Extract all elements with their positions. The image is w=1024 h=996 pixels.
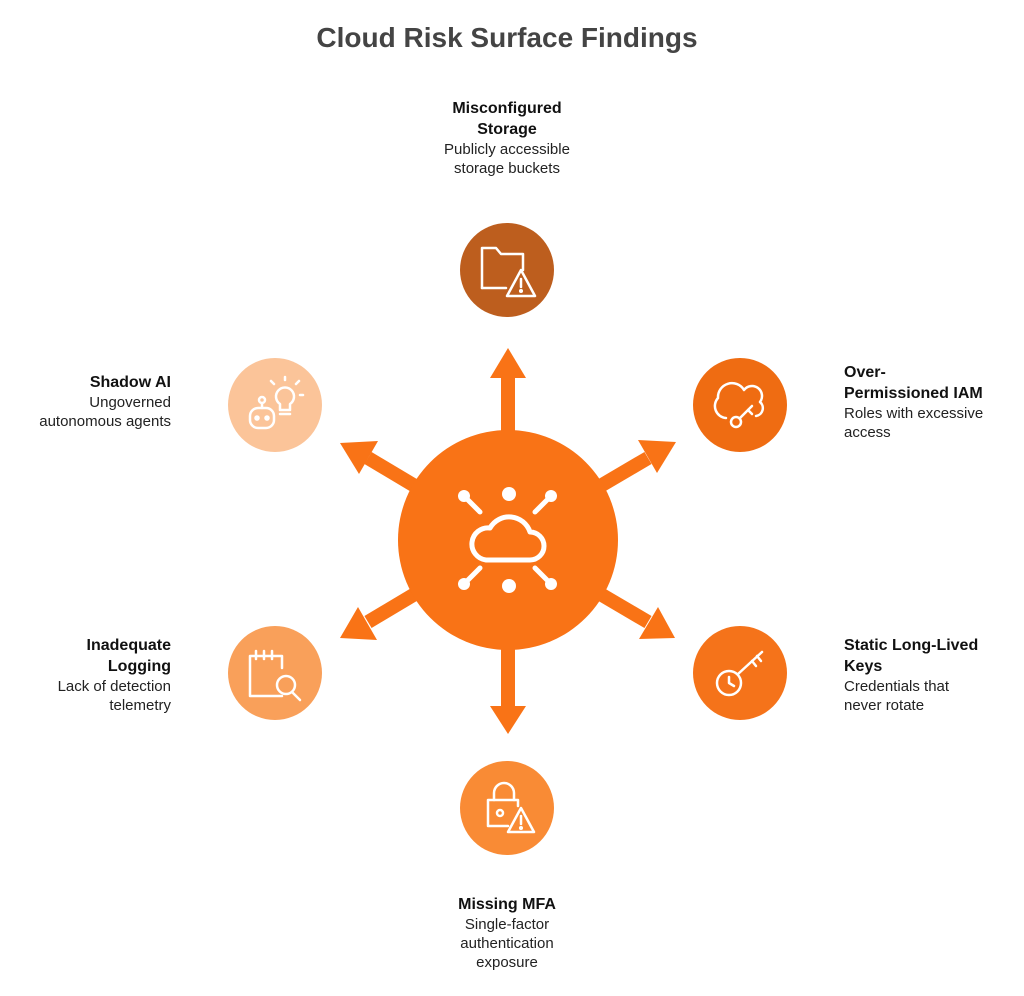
arrow-to-storage xyxy=(490,348,526,440)
label-shadow: Shadow AI Ungoverned autonomous agents xyxy=(10,372,171,431)
shadow-title-line-1: Shadow AI xyxy=(89,374,171,391)
iam-desc-line-1: Roles with excessive xyxy=(844,405,984,422)
storage-desc-line-2: storage buckets xyxy=(454,160,560,177)
folder-warning-icon xyxy=(480,246,537,298)
storage-desc-line-1: Publicly accessible xyxy=(444,141,570,158)
iam-title-line-1: Over- xyxy=(844,364,886,381)
keys-desc-line-1: Credentials that xyxy=(844,678,950,695)
page-title: Cloud Risk Surface Findings xyxy=(316,22,698,53)
node-storage xyxy=(460,223,554,317)
shadow-desc-line-1: Ungoverned xyxy=(89,394,171,411)
node-mfa xyxy=(460,761,554,855)
logging-title-line-2: Logging xyxy=(107,658,171,675)
label-mfa: Missing MFA Single-factor authentication… xyxy=(407,894,607,972)
mfa-desc-line-3: exposure xyxy=(476,954,538,971)
keys-title-line-2: Keys xyxy=(844,658,883,675)
node-shadow xyxy=(228,358,322,452)
center-hub xyxy=(398,430,618,650)
cloud-key-icon xyxy=(713,381,765,429)
lock-warning-icon xyxy=(486,781,536,834)
robot-idea-icon xyxy=(248,375,305,430)
storage-title-line-2: Storage xyxy=(477,121,537,138)
logging-title-line-1: Inadequate xyxy=(86,637,171,654)
node-logging xyxy=(228,626,322,720)
keys-desc-line-2: never rotate xyxy=(844,697,925,714)
mfa-desc-line-2: authentication xyxy=(460,935,554,952)
label-storage: Misconfigured Storage Publicly accessibl… xyxy=(407,98,607,178)
storage-title-line-1: Misconfigured xyxy=(452,100,562,117)
label-keys: Static Long-Lived Keys Credentials that … xyxy=(844,635,1019,715)
arrow-to-mfa xyxy=(490,640,526,734)
logging-desc-line-1: Lack of detection xyxy=(57,678,171,695)
node-keys xyxy=(693,626,787,720)
cloud-network-icon xyxy=(458,487,557,593)
mfa-title-line-1: Missing MFA xyxy=(458,896,556,913)
shadow-desc-line-2: autonomous agents xyxy=(39,413,171,430)
logging-desc-line-2: telemetry xyxy=(109,697,171,714)
key-clock-icon xyxy=(715,650,764,697)
label-logging: Inadequate Logging Lack of detection tel… xyxy=(10,635,171,715)
keys-title-line-1: Static Long-Lived xyxy=(844,637,979,654)
notepad-search-icon xyxy=(248,649,302,702)
iam-title-line-2: Permissioned IAM xyxy=(844,385,983,402)
node-iam xyxy=(693,358,787,452)
label-iam: Over- Permissioned IAM Roles with excess… xyxy=(844,362,1019,442)
mfa-desc-line-1: Single-factor xyxy=(464,916,550,933)
iam-desc-line-2: access xyxy=(844,424,891,441)
